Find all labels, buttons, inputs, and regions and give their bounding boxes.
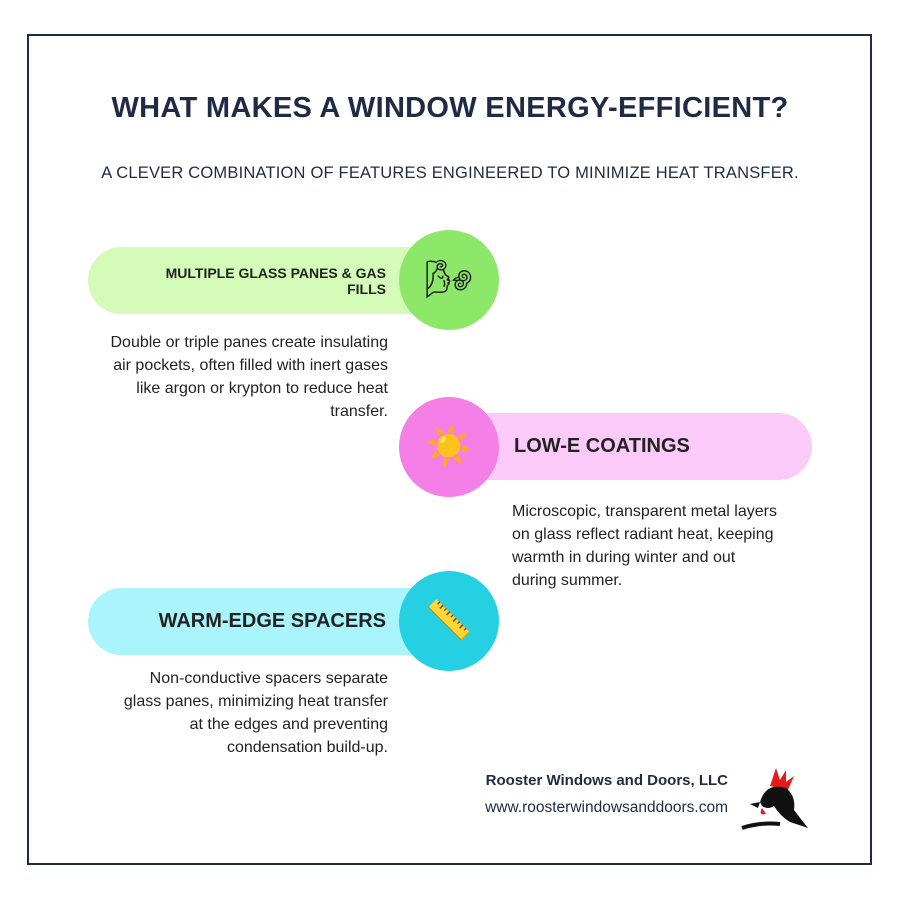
feature-title: WARM-EDGE SPACERS xyxy=(158,610,386,632)
feature-pill-spacers: WARM-EDGE SPACERS xyxy=(88,588,448,655)
feature-pill-lowe: LOW-E COATINGS xyxy=(450,413,812,480)
feature-description: Non-conductive spacers separate glass pa… xyxy=(123,670,388,756)
rooster-logo-icon xyxy=(741,768,808,830)
brand-name: Rooster Windows and Doors, LLC xyxy=(485,772,728,789)
ruler-icon: 📏 xyxy=(399,571,499,671)
feature-title: MULTIPLE GLASS PANES & GAS FILLS xyxy=(165,264,386,297)
feature-title: LOW-E COATINGS xyxy=(514,435,690,457)
page-title: WHAT MAKES A WINDOW ENERGY-EFFICIENT? xyxy=(111,92,789,124)
brand-url[interactable]: www.roosterwindowsanddoors.com xyxy=(485,799,728,816)
feature-description: Double or triple panes create insulating… xyxy=(110,334,389,420)
feature-description: Microscopic, transparent metal layers on… xyxy=(512,503,777,589)
wind-face-icon: 🌬 xyxy=(399,230,499,330)
subtitle: A CLEVER COMBINATION OF FEATURES ENGINEE… xyxy=(101,164,799,182)
frame xyxy=(27,34,872,865)
sun-icon: ☀️ xyxy=(399,397,499,497)
feature-pill-panes: MULTIPLE GLASS PANES & GAS FILLS xyxy=(88,247,448,314)
brand-block: Rooster Windows and Doors, LLC www.roost… xyxy=(485,772,728,817)
